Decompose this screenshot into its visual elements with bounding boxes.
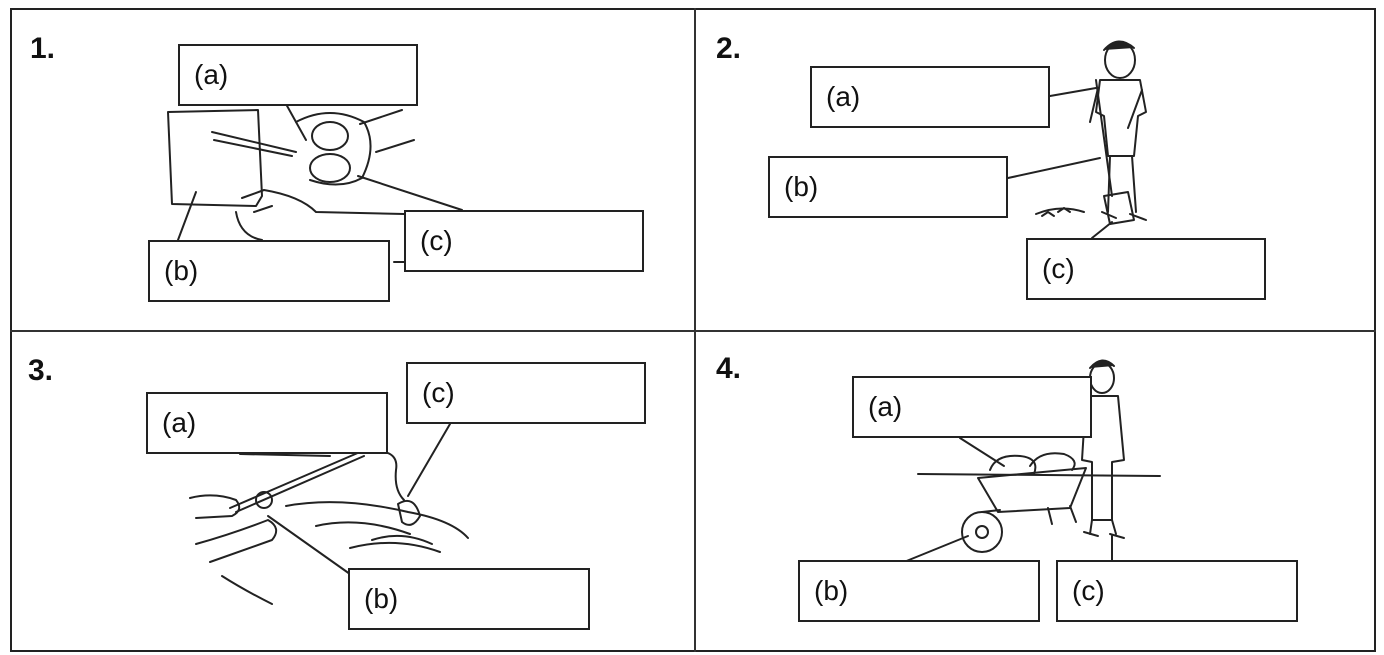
q2-label-a: (a) [826,81,861,112]
q2-answer-box-b[interactable]: (b) [768,156,1008,218]
q4-label-a: (a) [868,391,903,422]
q4-label-b: (b) [814,575,849,606]
q3-label-c: (c) [422,377,455,408]
row-divider [10,330,1376,332]
q2-label-c: (c) [1042,253,1075,284]
q2-label-b: (b) [784,171,819,202]
question-4-number: 4. [716,352,742,385]
question-1-number: 1. [30,32,56,65]
q3-answer-box-a[interactable]: (a) [146,392,388,454]
q3-answer-box-b[interactable]: (b) [348,568,590,630]
q1-answer-box-b[interactable]: (b) [148,240,390,302]
q3-label-a: (a) [162,407,197,438]
question-2-number: 2. [716,32,742,65]
q4-answer-box-b[interactable]: (b) [798,560,1040,622]
q2-answer-box-c[interactable]: (c) [1026,238,1266,300]
q4-label-c: (c) [1072,575,1105,606]
q2-answer-box-a[interactable]: (a) [810,66,1050,128]
q1-answer-box-a[interactable]: (a) [178,44,418,106]
q3-answer-box-c[interactable]: (c) [406,362,646,424]
q1-label-c: (c) [420,225,453,256]
question-3-number: 3. [28,354,54,387]
q1-label-b: (b) [164,255,199,286]
q1-label-a: (a) [194,59,229,90]
q4-answer-box-a[interactable]: (a) [852,376,1092,438]
q3-label-b: (b) [364,583,399,614]
q1-answer-box-c[interactable]: (c) [404,210,644,272]
q4-answer-box-c[interactable]: (c) [1056,560,1298,622]
